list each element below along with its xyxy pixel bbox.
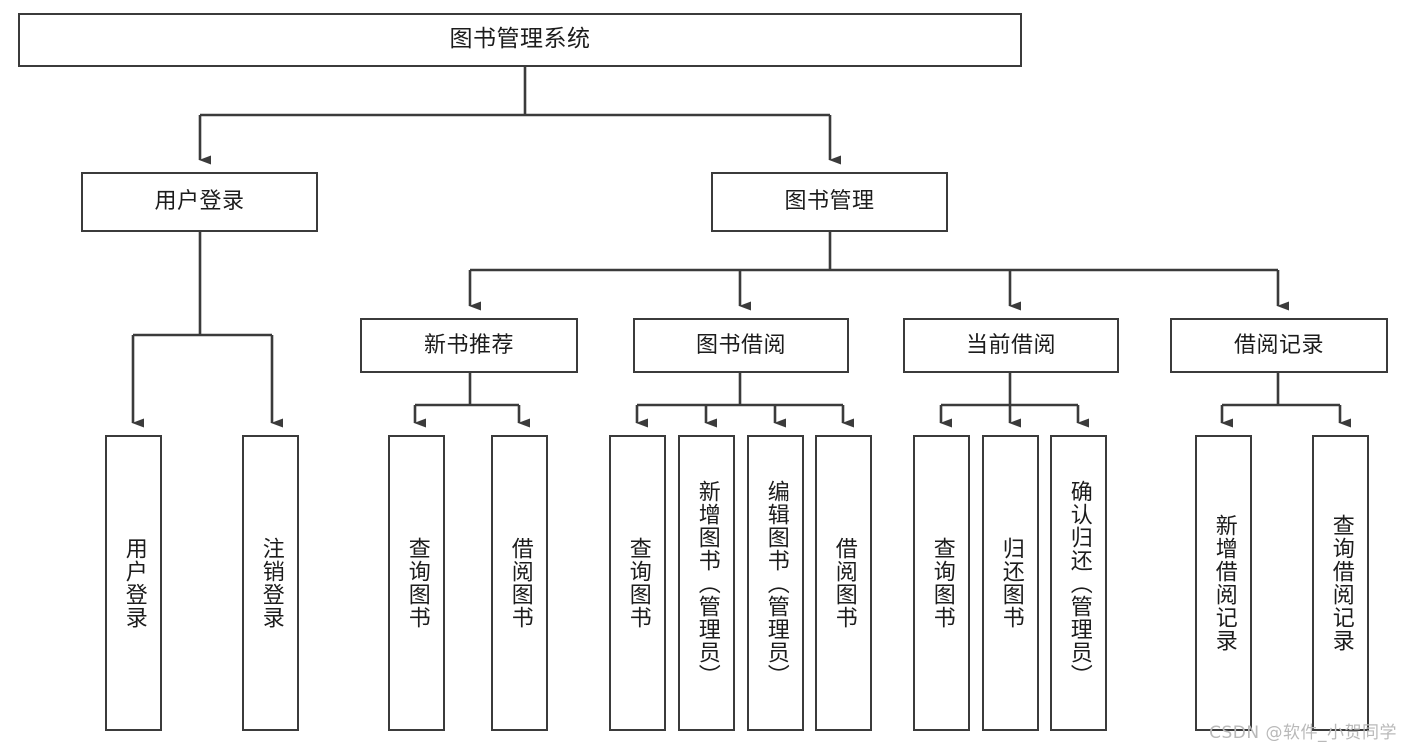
leaf-record-query-borrow-record[interactable]: 查询借阅记录	[1312, 435, 1369, 731]
node-label: 用户登录	[154, 189, 245, 215]
node-borrow-record[interactable]: 借阅记录	[1170, 318, 1388, 373]
leaf-borrow-edit-book-admin[interactable]: 编辑图书（管理员）	[747, 435, 804, 731]
node-label: 新增图书（管理员）	[694, 479, 720, 687]
node-label: 新增借阅记录	[1211, 514, 1237, 652]
node-book-management[interactable]: 图书管理	[711, 172, 948, 232]
node-label: 图书管理系统	[449, 26, 591, 53]
watermark-text: CSDN @软件_小贺同学	[1209, 723, 1397, 743]
leaf-user-login-signin[interactable]: 用户登录	[105, 435, 162, 731]
node-label: 归还图书	[998, 537, 1024, 629]
node-label: 图书借阅	[695, 332, 786, 358]
node-book-borrow[interactable]: 图书借阅	[633, 318, 849, 373]
leaf-new-book-query[interactable]: 查询图书	[388, 435, 445, 731]
node-label: 查询借阅记录	[1328, 514, 1354, 652]
node-current-borrow[interactable]: 当前借阅	[903, 318, 1119, 373]
leaf-new-book-borrow[interactable]: 借阅图书	[491, 435, 548, 731]
node-root-book-management-system[interactable]: 图书管理系统	[18, 13, 1022, 67]
node-new-book-recommend[interactable]: 新书推荐	[360, 318, 578, 373]
node-user-login[interactable]: 用户登录	[81, 172, 318, 232]
node-label: 借阅图书	[507, 537, 533, 629]
leaf-record-add-borrow-record[interactable]: 新增借阅记录	[1195, 435, 1252, 731]
leaf-user-login-signout[interactable]: 注销登录	[242, 435, 299, 731]
node-label: 图书管理	[784, 189, 875, 215]
node-label: 借阅记录	[1233, 332, 1324, 358]
node-label: 用户登录	[121, 537, 147, 629]
leaf-current-confirm-return-admin[interactable]: 确认归还（管理员）	[1050, 435, 1107, 731]
node-label: 查询图书	[929, 537, 955, 629]
leaf-current-return-book[interactable]: 归还图书	[982, 435, 1039, 731]
node-label: 确认归还（管理员）	[1066, 479, 1092, 687]
leaf-borrow-query-book[interactable]: 查询图书	[609, 435, 666, 731]
node-label: 当前借阅	[965, 332, 1056, 358]
node-label: 编辑图书（管理员）	[763, 479, 789, 687]
leaf-current-query-book[interactable]: 查询图书	[913, 435, 970, 731]
node-label: 查询图书	[625, 537, 651, 629]
node-label: 注销登录	[258, 537, 284, 629]
node-label: 新书推荐	[423, 332, 514, 358]
node-label: 借阅图书	[831, 537, 857, 629]
leaf-borrow-add-book-admin[interactable]: 新增图书（管理员）	[678, 435, 735, 731]
node-label: 查询图书	[404, 537, 430, 629]
leaf-borrow-borrow-book[interactable]: 借阅图书	[815, 435, 872, 731]
